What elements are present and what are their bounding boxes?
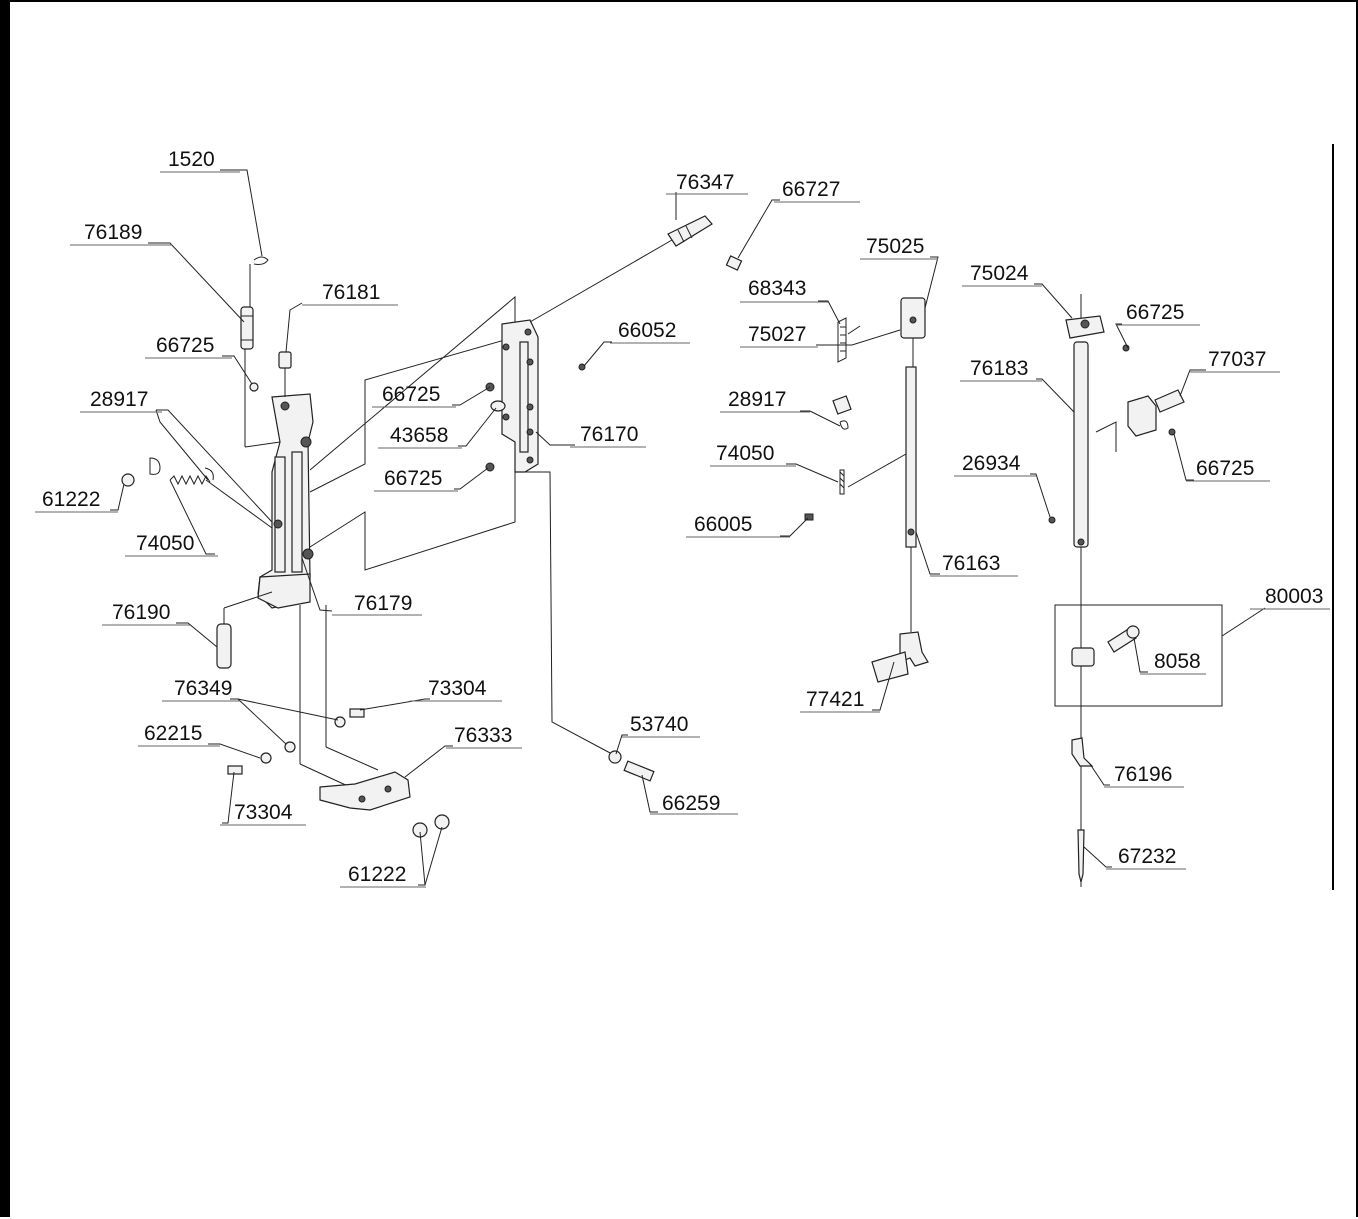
label-26934: 26934 — [962, 452, 1021, 475]
label-76189: 76189 — [84, 221, 142, 244]
label-76347: 76347 — [676, 171, 734, 194]
label-66725-e: 66725 — [1196, 457, 1254, 480]
label-66052: 66052 — [618, 319, 676, 342]
label-67232: 67232 — [1118, 845, 1176, 868]
label-66259: 66259 — [662, 792, 720, 815]
label-76170: 76170 — [580, 423, 638, 446]
label-75024: 75024 — [970, 262, 1029, 285]
label-66727: 66727 — [782, 178, 840, 201]
label-8058: 8058 — [1154, 650, 1201, 673]
label-61222-a: 61222 — [42, 488, 100, 511]
label-74050-a: 74050 — [136, 532, 194, 555]
middle-plate-assembly — [485, 215, 743, 782]
label-68343: 68343 — [748, 277, 806, 300]
center-column-assembly — [804, 297, 929, 683]
label-76190: 76190 — [112, 601, 170, 624]
label-77037: 77037 — [1208, 348, 1266, 371]
label-76181: 76181 — [322, 281, 380, 304]
label-43658: 43658 — [390, 424, 448, 447]
label-74050-b: 74050 — [716, 442, 774, 465]
label-73304-a: 73304 — [428, 677, 487, 700]
label-77421: 77421 — [806, 688, 864, 711]
label-28917-b: 28917 — [728, 388, 786, 411]
label-76163: 76163 — [942, 552, 1000, 575]
label-66725-d: 66725 — [1126, 301, 1184, 324]
label-73304-b: 73304 — [234, 801, 293, 824]
label-62215: 62215 — [144, 722, 202, 745]
leader-lines — [110, 169, 1266, 886]
label-66005: 66005 — [694, 513, 752, 536]
label-75025: 75025 — [866, 235, 924, 258]
label-76349: 76349 — [174, 677, 232, 700]
exploded-parts-diagram: 1520 76189 76181 66725 28917 61222 74050… — [35, 144, 1334, 890]
label-76179: 76179 — [354, 592, 412, 615]
label-80003: 80003 — [1265, 585, 1323, 608]
left-bracket-assembly — [121, 256, 516, 838]
label-61222-b: 61222 — [348, 863, 406, 886]
label-66725-c: 66725 — [384, 467, 442, 490]
part-number-labels: 1520 76189 76181 66725 28917 61222 74050… — [35, 148, 1330, 888]
label-53740: 53740 — [630, 713, 688, 736]
label-66725-b: 66725 — [382, 383, 440, 406]
label-28917-a: 28917 — [90, 388, 148, 411]
label-76333: 76333 — [454, 724, 512, 747]
label-76183: 76183 — [970, 357, 1028, 380]
label-75027: 75027 — [748, 323, 806, 346]
label-66725-a: 66725 — [156, 334, 214, 357]
label-1520: 1520 — [168, 148, 215, 171]
label-76196: 76196 — [1114, 763, 1172, 786]
right-column-assembly — [1048, 294, 1223, 887]
